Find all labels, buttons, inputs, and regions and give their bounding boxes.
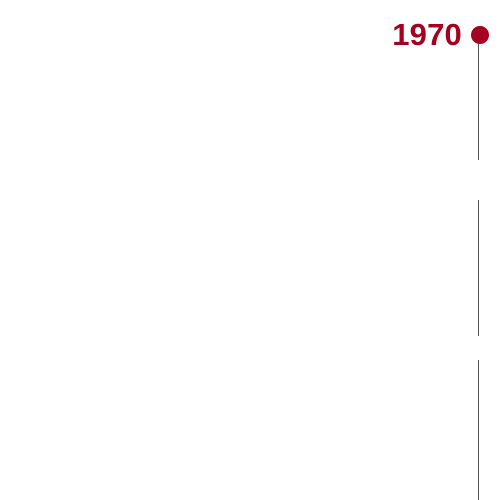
- timeline-year-label: 1970: [392, 17, 462, 52]
- timeline-line-segment: [478, 200, 479, 336]
- timeline-marker-dot[interactable]: [471, 26, 489, 44]
- timeline-line-segment: [478, 360, 479, 500]
- timeline-line-segment: [478, 44, 479, 160]
